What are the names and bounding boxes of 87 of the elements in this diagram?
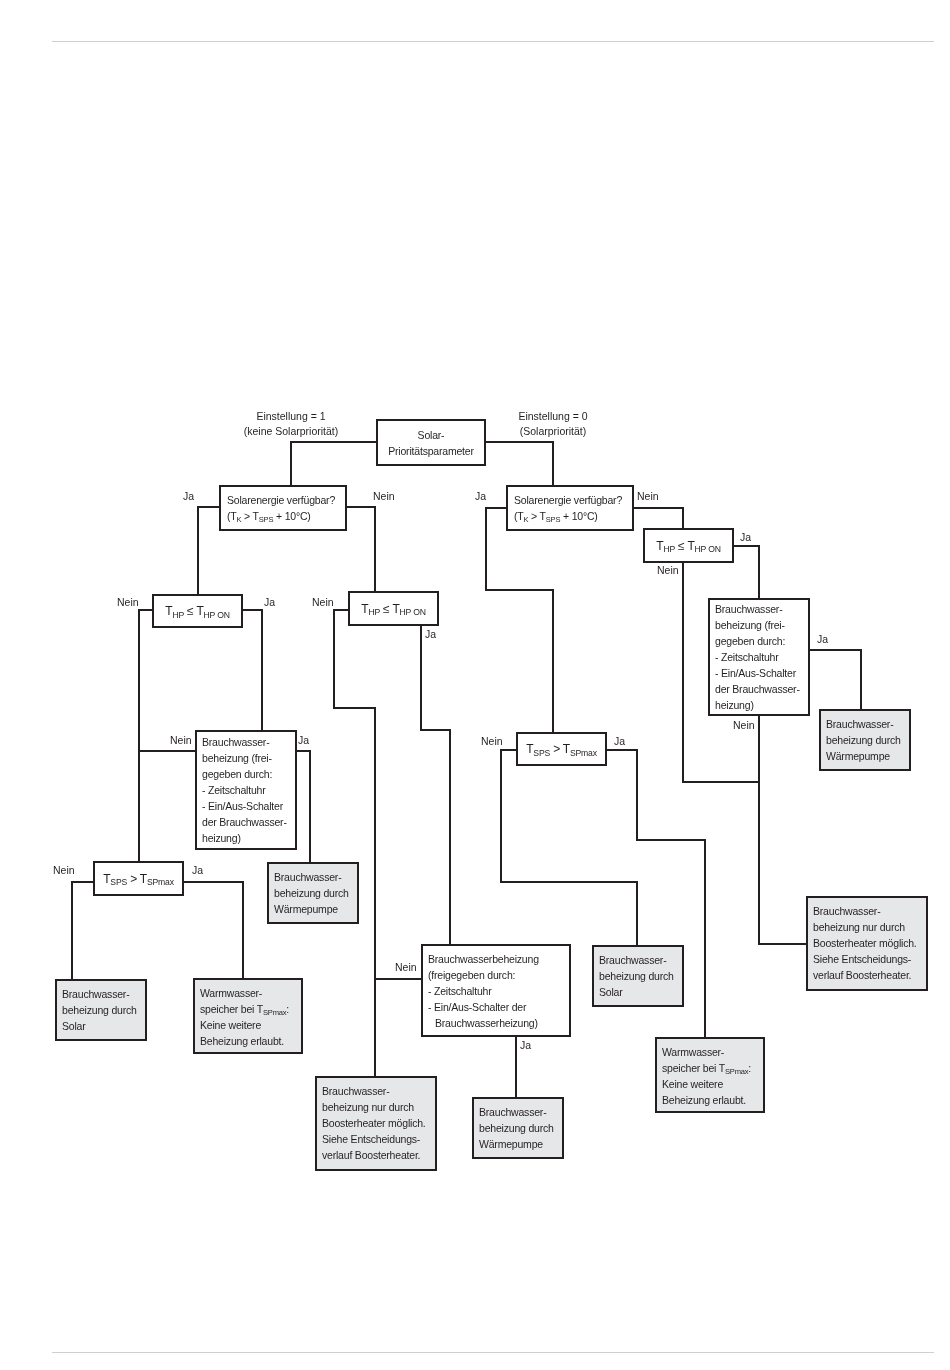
parameter-box (376, 419, 486, 466)
edge-label: Nein (637, 490, 659, 503)
edge-label: Ja (520, 1039, 532, 1052)
connector-line (633, 507, 684, 529)
edge-label: Nein (373, 490, 395, 503)
condition-text: Brauchwasser- beheizung (frei- gegeben durch: (715, 602, 787, 649)
parameter-text: Solar- Prioritätsparameter (387, 427, 475, 459)
outcome-text: Brauchwasser- beheizung durch Wärmepumpe (274, 870, 350, 917)
edge-label: Einstellung = 0 (Solarpriorität) (517, 409, 589, 439)
condition-text: Brauchwasserbeheizung (freigegeben durch: (428, 951, 540, 983)
edge-label: Ja (817, 633, 829, 646)
condition-text: T$_{SPS}$ > T$_{SPmax}$ (526, 741, 597, 758)
edge-label: Nein (170, 734, 192, 747)
edge-label: Ja (298, 734, 310, 747)
connector-line (197, 506, 220, 595)
result-box (472, 1097, 564, 1159)
decision-box (93, 861, 184, 896)
result-box (806, 896, 928, 991)
condition-text: T$_{SPS}$ > T$_{SPmax}$ (103, 870, 174, 888)
bullet-item: - Zeitschaltuhr (715, 650, 779, 665)
connector-line (733, 545, 760, 599)
condition-text: T$_{HP}$ ≤ T$_{HP ON}$ (165, 603, 230, 620)
connector-line (420, 625, 451, 945)
connector-line (183, 881, 244, 979)
outcome-text: Brauchwasser- beheizung nur durch Boosterheater möglich. Siehe Entscheidungs- verlauf Boosterheater. (322, 1084, 427, 1163)
edge-label: Ja (264, 596, 276, 609)
connector-line (515, 1036, 517, 1098)
outcome-text: Brauchwasser- beheizung durch Wärmepumpe (826, 717, 902, 764)
connector-line (374, 978, 422, 1077)
condition-text: T$_{HP}$ ≤ T$_{HP ON}$ (361, 600, 426, 618)
outcome-text: Brauchwasser- beheizung durch Wärmepumpe (479, 1105, 555, 1152)
connector-line (500, 749, 638, 946)
edge-label: Nein (312, 596, 334, 609)
edge-label: Nein (53, 864, 75, 877)
condition-text: Solarenergie verfügbar? (T$_{K}$ > T$_{SPS}$ + 10°C) (227, 493, 337, 524)
edge-label: Ja (192, 864, 204, 877)
edge-label: Nein (657, 564, 679, 577)
result-box (655, 1037, 765, 1113)
edge-label: Ja (614, 735, 626, 748)
decision-box (152, 594, 243, 628)
edge-label: Ja (183, 490, 195, 503)
result-box (819, 709, 911, 771)
edge-label: Ja (740, 531, 752, 544)
condition-text: Solarenergie verfügbar? (T$_{K}$ > T$_{SPS}$ + 10°C) (514, 493, 624, 524)
connector-line (809, 649, 862, 710)
edge-label: Ja (475, 490, 487, 503)
decision-box (348, 591, 439, 626)
connector-line (290, 441, 377, 486)
decision-box (219, 485, 347, 531)
edge-label: Ja (425, 628, 437, 641)
bullet-item: - Ein/Aus-Schalter der Brauchwasserheizung) (428, 999, 539, 1031)
decision-box (643, 528, 734, 563)
result-box (55, 979, 147, 1041)
connector-line (606, 749, 706, 1038)
bullet-item: - Zeitschaltuhr (202, 783, 266, 798)
outcome-text: Warmwasser- speicher bei T$_{SPmax}$: Keine weitere Beheizung erlaubt. (200, 986, 290, 1049)
condition-text: Brauchwasser- beheizung (frei- gegeben durch: (202, 735, 274, 782)
decision-box (506, 485, 634, 531)
outcome-text: Warmwasser- speicher bei T$_{SPmax}$: Keine weitere Beheizung erlaubt. (662, 1045, 752, 1108)
outcome-text: Brauchwasser- beheizung nur durch Boosterheater möglich. Siehe Entscheidungs- verlauf Boosterheater. (813, 904, 918, 983)
edge-label: Nein (733, 719, 755, 732)
condition-text: T$_{HP}$ ≤ T$_{HP ON}$ (656, 537, 721, 555)
connector-line (138, 750, 196, 862)
result-box (592, 945, 684, 1007)
edge-label: Einstellung = 1 (keine Solarpriorität) (242, 409, 340, 439)
outcome-text: Brauchwasser- beheizung durch Solar (62, 987, 138, 1034)
connector-line (758, 715, 807, 945)
result-box (315, 1076, 437, 1171)
connector-line (485, 441, 554, 486)
bullet-item: - Zeitschaltuhr (428, 983, 493, 999)
decision-box (516, 732, 607, 766)
result-box (267, 862, 359, 924)
bullet-item: - Ein/Aus-Schalter der Brauchwasser- heizung) (715, 666, 801, 713)
connector-line (296, 750, 311, 863)
connector-line (485, 507, 554, 733)
decision-box (421, 944, 571, 1037)
decision-box (708, 598, 810, 716)
result-box (193, 978, 303, 1054)
edge-label: Nein (481, 735, 503, 748)
connector-line (71, 881, 94, 980)
decision-box (195, 730, 297, 850)
edge-label: Nein (117, 596, 139, 609)
edge-label: Nein (395, 961, 417, 974)
bullet-item: - Ein/Aus-Schalter der Brauchwasser- heizung) (202, 799, 288, 846)
outcome-text: Brauchwasser- beheizung durch Solar (599, 953, 675, 1000)
connector-line (242, 609, 263, 731)
connector-line (346, 506, 376, 592)
